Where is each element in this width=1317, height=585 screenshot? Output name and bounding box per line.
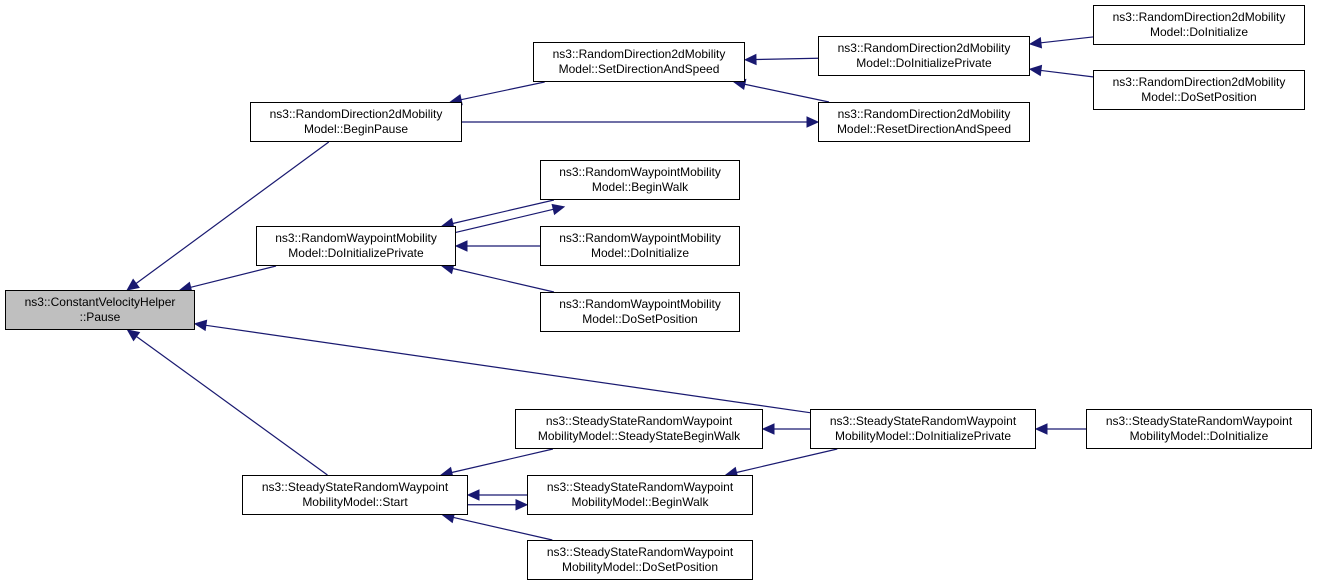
node-label-line2: MobilityModel::DoSetPosition xyxy=(561,560,719,574)
node-label-line1: ns3::RandomWaypointMobility xyxy=(559,297,721,311)
node-rwp-do-set-position[interactable]: ns3::RandomWaypointMobility Model::DoSet… xyxy=(540,292,740,332)
edge-rd_dosetpos-to-rd_doinitpriv xyxy=(1040,69,1094,78)
node-label-line2: ::Pause xyxy=(79,310,121,324)
node-ss-steady-state-begin-walk[interactable]: ns3::SteadyStateRandomWaypoint MobilityM… xyxy=(515,409,763,449)
node-ss-do-set-position[interactable]: ns3::SteadyStateRandomWaypoint MobilityM… xyxy=(527,540,753,580)
node-rd2d-begin-pause[interactable]: ns3::RandomDirection2dMobility Model::Be… xyxy=(250,102,462,142)
edge-ss_steadybeginwalk-to-ss_start xyxy=(451,448,554,474)
node-label-line1: ns3::SteadyStateRandomWaypoint xyxy=(546,480,734,494)
edge-rd_doinit-to-rd_doinitpriv xyxy=(1040,36,1094,44)
edge-ss_doinitpriv-to-cvh_pause xyxy=(205,324,811,414)
arrowhead-ss_start-to-cvh_pause xyxy=(126,329,141,342)
arrowhead-ss_start-to-ss_beginwalk xyxy=(515,498,529,511)
arrowhead-rd_beginpause-to-cvh_pause xyxy=(126,278,140,291)
edge-rw_dosetpos-to-rw_doinitpriv xyxy=(452,267,555,293)
node-label-line1: ns3::RandomDirection2dMobility xyxy=(552,47,726,61)
node-rd2d-reset-direction-and-speed[interactable]: ns3::RandomDirection2dMobility Model::Re… xyxy=(818,102,1030,142)
node-label-line2: MobilityModel::Start xyxy=(302,495,408,509)
edge-rw_doinitpriv-to-rw_beginwalk xyxy=(453,208,554,234)
arrowhead-rw_doinit-to-rw_doinitpriv xyxy=(454,240,468,252)
node-rwp-begin-walk[interactable]: ns3::RandomWaypointMobility Model::Begin… xyxy=(540,160,740,200)
edge-rw_doinitpriv-to-cvh_pause xyxy=(190,265,277,288)
node-label-line2: Model::DoInitializePrivate xyxy=(856,56,992,70)
node-label-line2: Model::ResetDirectionAndSpeed xyxy=(836,122,1012,136)
edge-rd_setdir-to-rd_beginpause xyxy=(460,81,545,101)
node-label-line2: Model::BeginPause xyxy=(303,122,409,136)
node-label-line1: ns3::RandomWaypointMobility xyxy=(559,231,721,245)
arrowhead-ss_beginwalk-to-ss_start xyxy=(466,489,480,501)
node-label-line1: ns3::SteadyStateRandomWaypoint xyxy=(1105,414,1293,428)
node-rwp-do-initialize[interactable]: ns3::RandomWaypointMobility Model::DoIni… xyxy=(540,226,740,266)
node-label-line1: ns3::RandomDirection2dMobility xyxy=(837,41,1011,55)
node-rd2d-set-direction-and-speed[interactable]: ns3::RandomDirection2dMobility Model::Se… xyxy=(533,42,745,82)
node-rd2d-do-initialize-private[interactable]: ns3::RandomDirection2dMobility Model::Do… xyxy=(818,36,1030,76)
node-label-line2: MobilityModel::DoInitializePrivate xyxy=(834,429,1012,443)
node-label-line2: Model::SetDirectionAndSpeed xyxy=(558,62,720,76)
arrowhead-ss_doinit-to-ss_doinitpriv xyxy=(1034,423,1048,435)
node-label-line2: MobilityModel::SteadyStateBeginWalk xyxy=(537,429,741,443)
node-rd2d-do-set-position[interactable]: ns3::RandomDirection2dMobility Model::Do… xyxy=(1093,70,1305,110)
node-label-line1: ns3::SteadyStateRandomWaypoint xyxy=(829,414,1017,428)
arrowhead-rd_doinit-to-rd_doinitpriv xyxy=(1028,37,1043,49)
node-constant-velocity-helper-pause: ns3::ConstantVelocityHelper ::Pause xyxy=(5,290,195,330)
edge-rd_resetdir-to-rd_setdir xyxy=(744,83,830,103)
node-label-line1: ns3::RandomDirection2dMobility xyxy=(269,107,443,121)
node-ss-do-initialize-private[interactable]: ns3::SteadyStateRandomWaypoint MobilityM… xyxy=(810,409,1036,449)
node-label-line1: ns3::SteadyStateRandomWaypoint xyxy=(545,414,733,428)
node-label-line1: ns3::RandomWaypointMobility xyxy=(275,231,437,245)
node-label-line1: ns3::RandomWaypointMobility xyxy=(559,165,721,179)
node-label-line2: Model::DoInitialize xyxy=(1149,25,1249,39)
edge-ss_start-to-cvh_pause xyxy=(136,335,328,476)
edge-rw_beginwalk-to-rw_doinitpriv xyxy=(452,199,555,225)
edge-ss_doinitpriv-to-ss_beginwalk xyxy=(736,448,838,474)
node-label-line1: ns3::RandomDirection2dMobility xyxy=(837,107,1011,121)
node-label-line1: ns3::ConstantVelocityHelper xyxy=(24,295,176,309)
node-label-line2: MobilityModel::BeginWalk xyxy=(571,495,709,509)
node-label-line2: Model::DoSetPosition xyxy=(582,312,698,326)
edge-ss_dosetpos-to-ss_start xyxy=(453,516,553,541)
node-rd2d-do-initialize[interactable]: ns3::RandomDirection2dMobility Model::Do… xyxy=(1093,5,1305,45)
node-ss-begin-walk[interactable]: ns3::SteadyStateRandomWaypoint MobilityM… xyxy=(527,475,753,515)
node-ss-start[interactable]: ns3::SteadyStateRandomWaypoint MobilityM… xyxy=(242,475,468,515)
arrowhead-ss_doinitpriv-to-ss_steadybeginwalk xyxy=(761,423,775,435)
node-ss-do-initialize[interactable]: ns3::SteadyStateRandomWaypoint MobilityM… xyxy=(1086,409,1312,449)
node-label-line1: ns3::RandomDirection2dMobility xyxy=(1112,75,1286,89)
node-rwp-do-initialize-private[interactable]: ns3::RandomWaypointMobility Model::DoIni… xyxy=(256,226,456,266)
edge-rd_beginpause-to-cvh_pause xyxy=(135,141,330,284)
node-label-line2: Model::DoSetPosition xyxy=(1141,90,1257,104)
arrowhead-ss_doinitpriv-to-cvh_pause xyxy=(193,319,208,332)
node-label-line2: Model::BeginWalk xyxy=(591,180,689,194)
edge-rd_doinitpriv-to-rd_setdir xyxy=(755,57,819,61)
node-label-line1: ns3::SteadyStateRandomWaypoint xyxy=(546,545,734,559)
node-label-line2: Model::DoInitialize xyxy=(590,246,690,260)
node-label-line1: ns3::RandomDirection2dMobility xyxy=(1112,10,1286,24)
arrowhead-rd_doinitpriv-to-rd_setdir xyxy=(743,53,757,66)
arrowhead-rw_doinitpriv-to-rw_beginwalk xyxy=(551,203,566,216)
node-label-line2: MobilityModel::DoInitialize xyxy=(1129,429,1269,443)
arrowhead-rd_beginpause-to-rd_resetdir xyxy=(806,116,820,128)
node-label-line1: ns3::SteadyStateRandomWaypoint xyxy=(261,480,449,494)
node-label-line2: Model::DoInitializePrivate xyxy=(288,246,424,260)
arrowhead-rd_dosetpos-to-rd_doinitpriv xyxy=(1028,64,1043,77)
